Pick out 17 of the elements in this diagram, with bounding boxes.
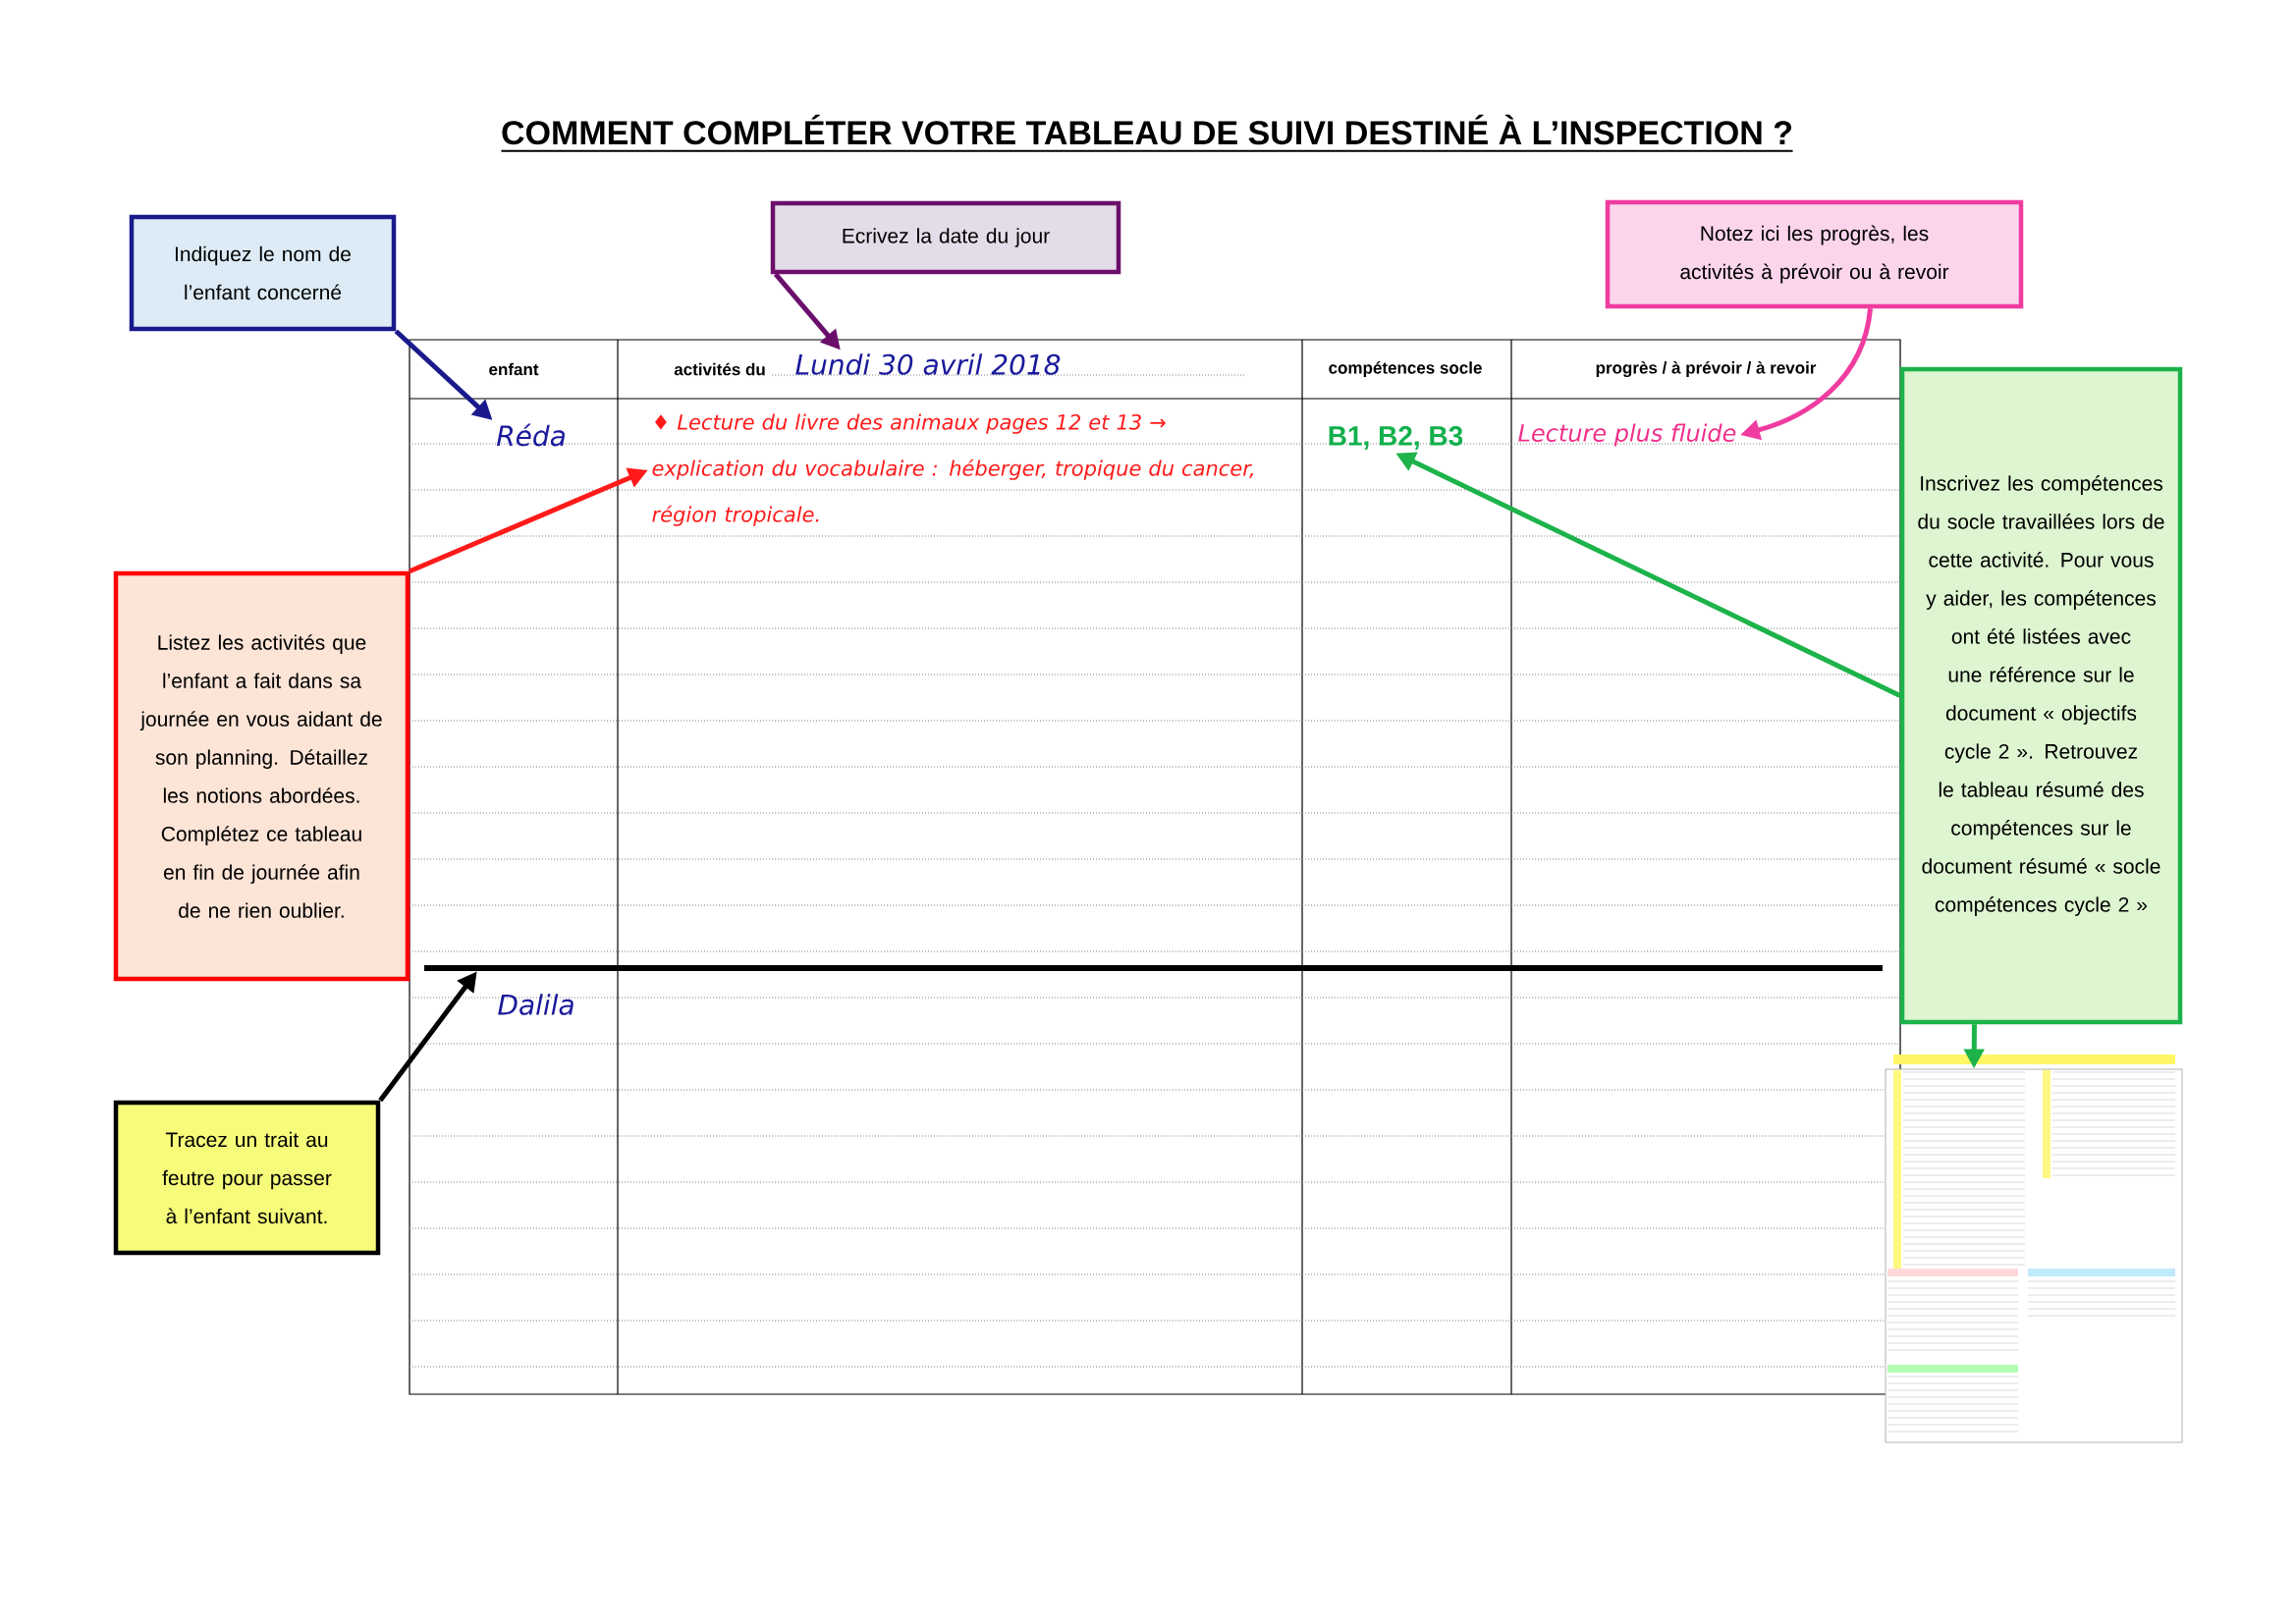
column-header: enfant bbox=[489, 362, 539, 376]
callout-box: Indiquez le nom de l’enfant concerné bbox=[129, 214, 397, 332]
document-thumbnail-drawing bbox=[1885, 1055, 2183, 1443]
callout-box: Notez ici les progrès, les activités à prévoir ou à revoir bbox=[1605, 199, 2024, 309]
column-header: progrès / à prévoir / à revoir bbox=[1596, 360, 1817, 378]
callout-box: Inscrivez les compétences du socle travaillées lors de cette activité. Pour vous y aider, les compétences ont été listées avec une référence sur le document « objectifs cycle 2 ». Retrouvez le tableau résumé des compétences sur le document résumé « socle compétences cycle 2 » bbox=[1899, 366, 2183, 1025]
handwritten-entry: B1, B2, B3 bbox=[1329, 426, 1463, 450]
handwritten-entry: Lecture plus fluide bbox=[1518, 423, 1736, 447]
column-header: compétences socle bbox=[1329, 361, 1482, 377]
callout-box: Listez les activités que l’enfant a fait dans sa journée en vous aidant de son planning. Détaillez les notions abordées. Complétez ce tableau en fin de journée afin de ne rien oublier. bbox=[113, 570, 410, 982]
handwritten-entry: Réda bbox=[496, 423, 565, 447]
title: COMMENT COMPLÉTER VOTRE TABLEAU DE SUIVI DESTINÉ À L’INSPECTION ? bbox=[500, 114, 1794, 152]
handwritten-entry: Lundi 30 avril 2018 bbox=[795, 353, 1061, 375]
callout-box: Ecrivez la date du jour bbox=[770, 200, 1121, 275]
callout-box: Tracez un trait au feutre pour passer à l’enfant suivant. bbox=[113, 1100, 381, 1256]
handwritten-entry: ♦ Lecture du livre des animaux pages 12 et 13 → explication du vocabulaire : héberger, tropique du cancer, région tropicale. bbox=[652, 413, 1254, 526]
column-header: activités du bbox=[674, 362, 765, 376]
